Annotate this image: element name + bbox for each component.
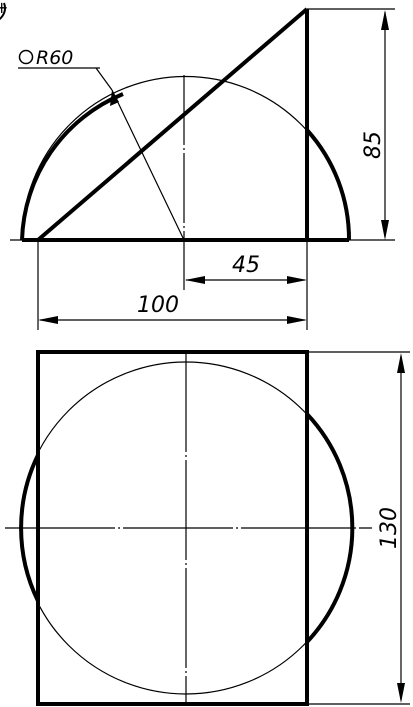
- plan-arc-thick-right: [305, 412, 355, 644]
- semicircle-thick-right: [305, 128, 352, 241]
- front-view: R60 85 45 100: [10, 7, 395, 330]
- dim-45-arrow-left: [185, 276, 205, 284]
- radius-leader-shoulder: [95, 67, 113, 91]
- cut-diagonal: [36, 7, 309, 242]
- corner-circle-icon: [0, 2, 6, 20]
- corner-symbol: +: [0, 0, 8, 17]
- dim-100-text: 100: [137, 293, 179, 318]
- dim-130-text: 130: [377, 507, 402, 549]
- dim-100-arrow-right: [287, 316, 307, 324]
- dim-45-arrow-right: [287, 276, 307, 284]
- dim-130-arrow-bottom: [397, 683, 405, 703]
- sphere-symbol-icon: [18, 49, 34, 65]
- semicircle-thick-left: [20, 92, 124, 241]
- dim-130-arrow-top: [397, 353, 405, 373]
- radius-label: R60: [36, 47, 73, 69]
- dim-45-text: 45: [232, 253, 260, 278]
- plan-view: 130: [5, 350, 410, 706]
- semicircle-thin: [21, 75, 350, 241]
- dim-85-arrow-bottom: [381, 220, 389, 240]
- dim-100-arrow-left: [38, 316, 58, 324]
- dim-85-text: 85: [361, 131, 386, 159]
- radius-leader: [111, 89, 185, 241]
- radius-arrow: [110, 90, 119, 106]
- dim-85-arrow-top: [381, 10, 389, 30]
